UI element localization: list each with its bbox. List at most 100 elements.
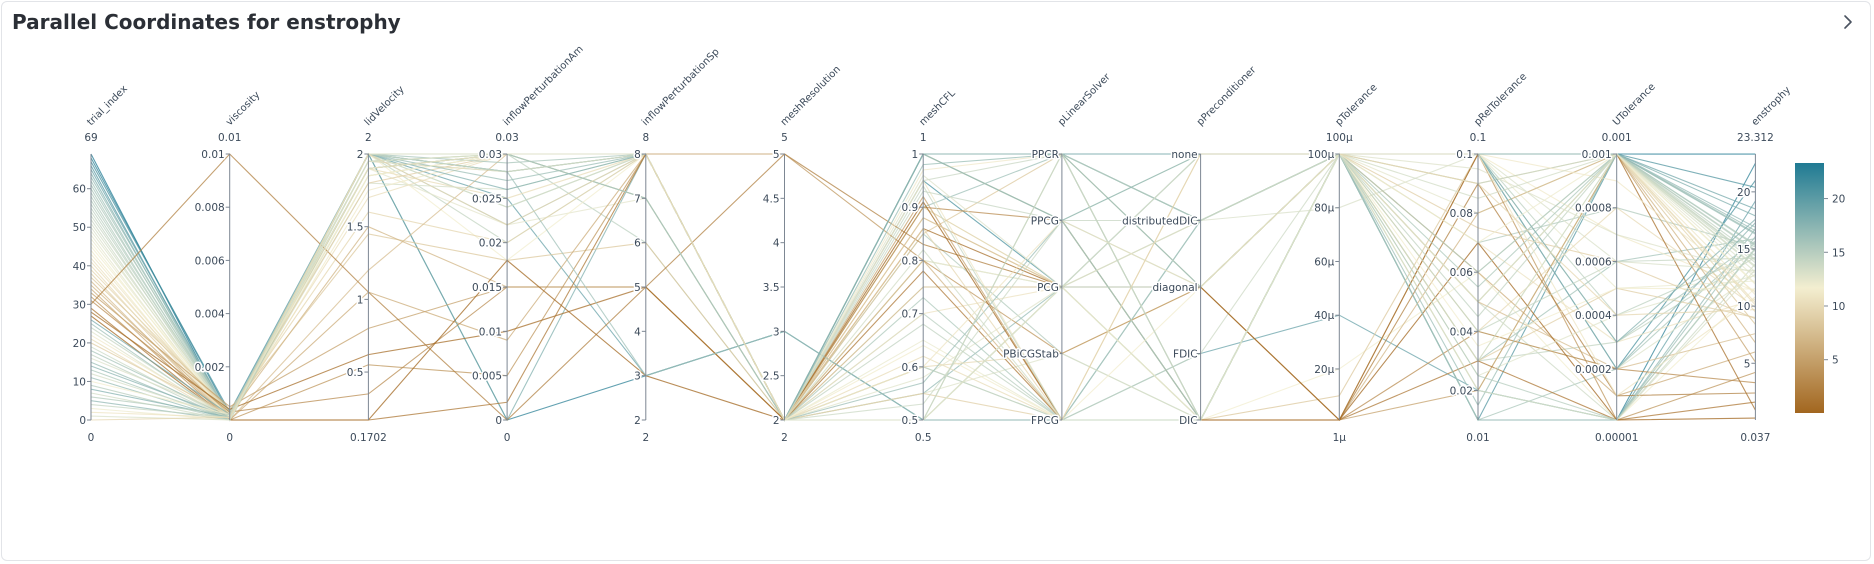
axis-title: meshResolution (779, 64, 843, 128)
axis-max-label: 1 (920, 132, 927, 144)
tick-label: 0.7 (901, 309, 918, 321)
colorbar: 5 10 15 20 (1795, 163, 1845, 413)
axis-max-label: 0.001 (1602, 132, 1632, 144)
axis-max-label: 8 (642, 132, 649, 144)
axis-min-label: 0 (88, 432, 95, 444)
tick-label: 2.5 (763, 371, 780, 383)
axis-max-label: 100µ (1326, 132, 1353, 144)
tick-label: 0.004 (195, 309, 225, 321)
axis-title: pRelTolerance (1472, 71, 1529, 128)
axis-max-label: 5 (781, 132, 788, 144)
colorbar-tick-label: 5 (1832, 355, 1839, 367)
tick-label: 6 (634, 238, 641, 250)
tick-label: 4 (634, 326, 641, 338)
tick-label: 0.06 (1450, 267, 1474, 279)
tick-label: 0.0006 (1575, 256, 1612, 268)
tick-label: 15 (1737, 244, 1750, 256)
tick-label: none (1171, 149, 1197, 161)
tick-label: 80µ (1314, 203, 1334, 215)
tick-label: 60µ (1314, 256, 1334, 268)
tick-label: 0.025 (472, 193, 502, 205)
axis-lidVelocity[interactable]: lidVelocity 2 0.1702 0.5 1 1.5 2 (345, 84, 407, 444)
tick-label: 2 (357, 149, 364, 161)
tick-label: 5 (1744, 358, 1751, 370)
tick-label: 0.6 (901, 362, 918, 374)
tick-label: 50 (73, 222, 86, 234)
tick-label: 1.5 (347, 222, 364, 234)
axis-title: UTolerance (1611, 81, 1658, 128)
colorbar-tick-label: 20 (1832, 194, 1845, 206)
axis-min-label: 0.01 (1466, 432, 1489, 444)
tick-label: 0.1 (1456, 149, 1473, 161)
axis-min-label: 0 (226, 432, 233, 444)
tick-label: distributedDIC (1122, 216, 1197, 228)
tick-label: 40µ (1314, 310, 1334, 322)
axis-title: viscosity (224, 90, 262, 128)
tick-label: 5 (773, 149, 780, 161)
tick-label: 0.8 (901, 255, 918, 267)
axis-min-label: 1µ (1333, 432, 1347, 444)
axis-title: enstrophy (1750, 85, 1793, 128)
axis-max-label: 23.312 (1737, 132, 1774, 144)
tick-label: 20 (73, 338, 86, 350)
tick-label: 4 (773, 238, 780, 250)
tick-label: 20µ (1314, 364, 1334, 376)
axis-min-label: 0.1702 (350, 432, 387, 444)
axis-UTolerance[interactable]: UTolerance0.0010.000010.00020.00040.0006… (1573, 81, 1658, 444)
tick-label: 10 (73, 376, 86, 388)
axis-min-label: 0 (504, 432, 511, 444)
tick-label: 0.03 (479, 149, 502, 161)
tick-label: 10 (1737, 301, 1750, 313)
axis-max-label: 0.1 (1470, 132, 1487, 144)
tick-label: FPCG (1031, 415, 1059, 427)
tick-label: 0.08 (1450, 208, 1473, 220)
axis-min-label: 0.5 (915, 432, 932, 444)
tick-label: diagonal (1152, 282, 1197, 294)
axis-max-label: 0.01 (218, 132, 241, 144)
tick-label: 1 (357, 294, 364, 306)
tick-label: 0.5 (901, 415, 918, 427)
tick-label: 1 (912, 149, 919, 161)
axis-pPreconditioner[interactable]: pPreconditionerDICFDICdiagonaldistribute… (1121, 64, 1259, 428)
axis-title: pLinearSolver (1056, 71, 1113, 128)
tick-label: 0 (495, 415, 502, 427)
axis-title: pPreconditioner (1195, 64, 1259, 128)
tick-label: 0.5 (347, 367, 364, 379)
axis-title: lidVelocity (363, 84, 407, 128)
axis-min-label: 2 (642, 432, 649, 444)
axis-title: inflowPerturbationAm (501, 44, 585, 128)
tick-label: PPCG (1031, 216, 1059, 228)
axis-min-label: 0.037 (1740, 432, 1770, 444)
tick-label: 0.02 (1450, 385, 1473, 397)
tick-label: 0.015 (472, 282, 502, 294)
axis-min-label: 2 (781, 432, 788, 444)
tick-label: 0.0008 (1575, 203, 1612, 215)
tick-label: 0.04 (1450, 326, 1474, 338)
chevron-right-icon[interactable] (1838, 12, 1858, 32)
tick-label: 4.5 (763, 193, 780, 205)
page-title: Parallel Coordinates for enstrophy (12, 10, 401, 34)
axis-title: trial_index (85, 83, 130, 128)
axis-max-label: 69 (84, 132, 97, 144)
axis-title: meshCFL (918, 88, 958, 128)
tick-label: 60 (73, 184, 86, 196)
tick-label: 0.9 (901, 202, 918, 214)
axis-max-label: 2 (365, 132, 372, 144)
tick-label: 7 (634, 193, 641, 205)
tick-label: 0.005 (472, 371, 502, 383)
colorbar-tick-label: 10 (1832, 301, 1845, 313)
tick-label: 100µ (1308, 149, 1335, 161)
tick-label: 3 (634, 371, 641, 383)
tick-label: 0.01 (201, 149, 224, 161)
tick-label: 0.0002 (1575, 364, 1612, 376)
colorbar-tick-label: 15 (1832, 247, 1845, 259)
tick-label: 3 (773, 326, 780, 338)
tick-label: 0.0004 (1575, 310, 1612, 322)
tick-label: PBiCGStab (1003, 349, 1059, 361)
colorbar-gradient (1795, 163, 1824, 413)
tick-label: 5 (634, 282, 641, 294)
